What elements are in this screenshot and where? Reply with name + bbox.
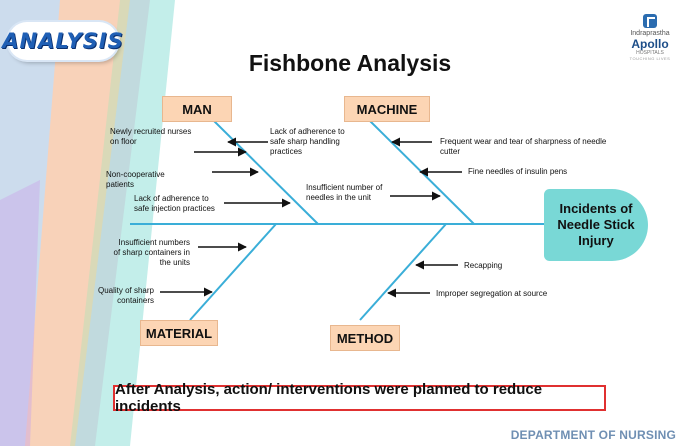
category-method: METHOD [330, 325, 400, 351]
apollo-logo-icon [643, 14, 657, 28]
bone-material [189, 223, 277, 321]
category-man: MAN [162, 96, 232, 122]
footer-department: DEPARTMENT OF NURSING [510, 428, 676, 442]
logo-text-line1: Indraprastha [630, 30, 670, 37]
bone-man [211, 118, 319, 225]
cause-machine-2: Fine needles of insulin pens [468, 167, 568, 176]
effect-box: Incidents of Needle Stick Injury [544, 189, 648, 261]
cause-method-1: Recapping [464, 261, 503, 270]
logo-text-line4: TOUCHING LIVES [629, 56, 671, 61]
cause-machine-1: Frequent wear and tear of sharpness of n… [440, 137, 607, 156]
analysis-badge: ANALYSIS [2, 22, 123, 60]
category-material: MATERIAL [140, 320, 218, 346]
effect-line3: Injury [578, 233, 614, 248]
analysis-badge-label: ANALYSIS [2, 29, 124, 53]
effect-line2: Needle Stick [557, 217, 635, 232]
conclusion-box: After Analysis, action/ interventions we… [113, 381, 606, 415]
logo-text-line2: Apollo [631, 37, 669, 51]
category-machine: MACHINE [344, 96, 430, 122]
logo-text-line3: HOSPITALS [636, 50, 664, 56]
page-title: Fishbone Analysis [248, 50, 452, 76]
effect-line1: Incidents of [559, 201, 633, 216]
cause-method-2: Improper segregation at source [436, 289, 548, 298]
apollo-logo: Indraprastha Apollo HOSPITALS TOUCHING L… [622, 14, 678, 70]
bone-method [359, 223, 447, 321]
